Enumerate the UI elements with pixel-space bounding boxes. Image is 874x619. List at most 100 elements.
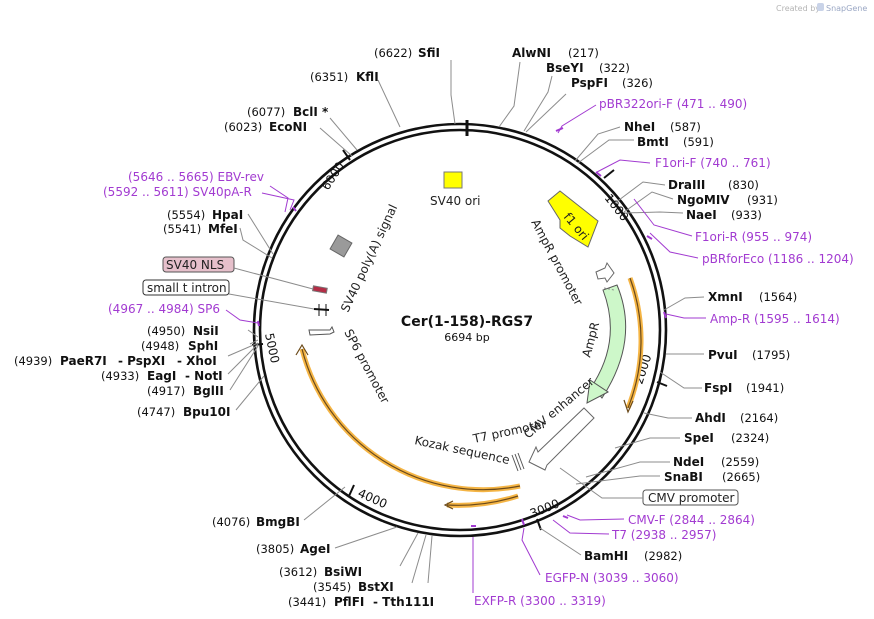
site-bstxi-pos: (3545) <box>313 580 351 594</box>
f1-ori-arrow[interactable] <box>547 190 599 248</box>
leader-econi <box>319 127 353 157</box>
ampr-promoter-arrow[interactable] <box>595 261 615 283</box>
primer-mark-f1ori-f <box>595 171 602 177</box>
site-mfei-name[interactable]: MfeI <box>208 222 238 236</box>
leader-cmv-f <box>566 514 625 521</box>
site-paer7i-name[interactable]: PaeR7I <box>60 354 107 368</box>
site-bmti-name[interactable]: BmtI <box>637 135 669 149</box>
enzyme-leaders <box>227 60 705 584</box>
site-pspfi-name[interactable]: PspFI <box>571 76 608 90</box>
site-sfii-name[interactable]: SfiI <box>418 46 440 60</box>
site-bcli-name[interactable]: BclI * <box>293 105 329 119</box>
site-ndei-pos: (2559) <box>721 455 759 469</box>
leader-agei <box>334 526 398 549</box>
leader-bamhi <box>539 527 582 556</box>
site-nhei-name[interactable]: NheI <box>624 120 655 134</box>
primer-f1ori-r[interactable]: F1ori-R (955 .. 974) <box>695 230 812 244</box>
site-spei-name[interactable]: SpeI <box>684 431 714 445</box>
site-nsii-name[interactable]: NsiI <box>193 324 219 338</box>
backbone-inner-strand <box>258 128 662 532</box>
primer-mark-sp6 <box>257 320 260 327</box>
site-draiii-name[interactable]: DraIII <box>668 178 705 192</box>
leader-ngomiv <box>623 191 674 213</box>
site-xhoi-name[interactable]: - XhoI <box>177 354 217 368</box>
site-bglii-name[interactable]: BglII <box>193 384 224 398</box>
leader-kfli <box>377 79 401 128</box>
site-naei-pos: (933) <box>731 208 762 222</box>
sv40-polya-label: SV40 poly(A) signal <box>338 202 400 314</box>
credit-label: Created by <box>776 4 820 13</box>
site-tth111i-name[interactable]: - Tth111I <box>373 595 434 609</box>
cmv-promoter-leader <box>559 467 643 499</box>
site-bsiwi-name[interactable]: BsiWI <box>324 565 362 579</box>
site-bamhi-name[interactable]: BamHI <box>584 549 628 563</box>
leader-alwni <box>498 61 521 128</box>
kozak-mark <box>517 452 525 470</box>
small-t-intron-box[interactable] <box>142 279 230 296</box>
site-ahdi-name[interactable]: AhdI <box>695 411 726 425</box>
primer-sv40pa-r[interactable]: (5592 .. 5611) SV40pA-R <box>103 185 252 199</box>
credit-brand: SnapGene <box>826 4 867 13</box>
orf-bottom-arc[interactable] <box>301 348 521 491</box>
site-kfli-pos: (6351) <box>310 70 348 84</box>
primer-pbr322ori-f[interactable]: pBR322ori-F (471 .. 490) <box>599 97 747 111</box>
sv40-polya-signal-shape[interactable] <box>329 234 353 258</box>
site-pvui-name[interactable]: PvuI <box>708 348 738 362</box>
site-bstxi-name[interactable]: BstXI <box>358 580 394 594</box>
leader-sv40pa-r <box>261 192 295 211</box>
orf-arcs <box>295 277 644 510</box>
leader-eagi <box>227 343 259 375</box>
sv40-nls-shape[interactable] <box>312 285 328 294</box>
site-pflfi-name[interactable]: PflFI <box>334 595 364 609</box>
site-bseyi-name[interactable]: BseYI <box>546 61 584 75</box>
orf-right-arc[interactable] <box>627 277 642 409</box>
primer-f1ori-f[interactable]: F1ori-F (740 .. 761) <box>655 156 771 170</box>
site-hpai-name[interactable]: HpaI <box>212 208 243 222</box>
primer-cmv-f[interactable]: CMV-F (2844 .. 2864) <box>628 513 755 527</box>
orf-right-arrowhead <box>623 399 634 414</box>
site-sphi-name[interactable]: SphI <box>188 339 218 353</box>
site-paer7i-pos: (4939) <box>14 354 52 368</box>
leader-nsii <box>247 329 259 338</box>
site-pspxi-name[interactable]: - PspXI <box>118 354 165 368</box>
site-ngomiv-name[interactable]: NgoMIV <box>677 193 730 207</box>
backbone-outer-strand <box>252 122 668 538</box>
site-ndei-name[interactable]: NdeI <box>673 455 704 469</box>
primer-pbrforeco[interactable]: pBRforEco (1186 .. 1204) <box>702 252 854 266</box>
sv40-ori-box[interactable] <box>443 171 463 189</box>
site-naei-name[interactable]: NaeI <box>686 208 717 222</box>
site-bseyi-pos: (322) <box>599 61 630 75</box>
primer-exfp-r[interactable]: EXFP-R (3300 .. 3319) <box>474 594 606 608</box>
cmv-enhancer-arrow[interactable] <box>528 407 595 471</box>
primer-sp6[interactable]: (4967 .. 4984) SP6 <box>108 302 220 316</box>
site-bpu10i-name[interactable]: Bpu10I <box>183 405 230 419</box>
t7-promoter-mark-2 <box>514 453 522 471</box>
site-agei-name[interactable]: AgeI <box>300 542 330 556</box>
primer-t7[interactable]: T7 (2938 .. 2957) <box>611 528 716 542</box>
leader-mfei <box>239 227 273 259</box>
leader-paer7i <box>227 342 259 357</box>
site-eagi-name[interactable]: EagI <box>147 369 176 383</box>
ampr-label: AmpR <box>579 321 602 359</box>
site-kfli-name[interactable]: KflI <box>356 70 379 84</box>
tick-6000 <box>342 149 351 161</box>
leader-sfii <box>450 60 456 125</box>
primer-egfp-n[interactable]: EGFP-N (3039 .. 3060) <box>545 571 679 585</box>
site-xmni-name[interactable]: XmnI <box>708 290 743 304</box>
sp6-promoter-arrow[interactable] <box>308 325 335 336</box>
orf-lower-arc[interactable] <box>446 495 519 506</box>
feature-shapes: f1 ori <box>308 171 627 472</box>
site-alwni-name[interactable]: AlwNI <box>512 46 551 60</box>
site-noti-name[interactable]: - NotI <box>185 369 223 383</box>
primer-ebv-rev[interactable]: (5646 .. 5665) EBV-rev <box>128 170 264 184</box>
snapgene-credit: Created by SnapGene <box>776 3 867 13</box>
site-snabi-name[interactable]: SnaBI <box>664 470 703 484</box>
primer-amp-r[interactable]: Amp-R (1595 .. 1614) <box>710 312 840 326</box>
leader-bseyi <box>523 75 553 132</box>
site-econi-name[interactable]: EcoNI <box>269 120 307 134</box>
cmv-promoter-label: CMV promoter <box>648 491 735 505</box>
site-bmgbi-name[interactable]: BmgBI <box>256 515 300 529</box>
enzyme-labels: (6622) SfiI (6351) KflI (6077) BclI * (6… <box>14 46 797 609</box>
site-fspi-name[interactable]: FspI <box>704 381 732 395</box>
sv40-nls-box[interactable] <box>162 256 235 273</box>
